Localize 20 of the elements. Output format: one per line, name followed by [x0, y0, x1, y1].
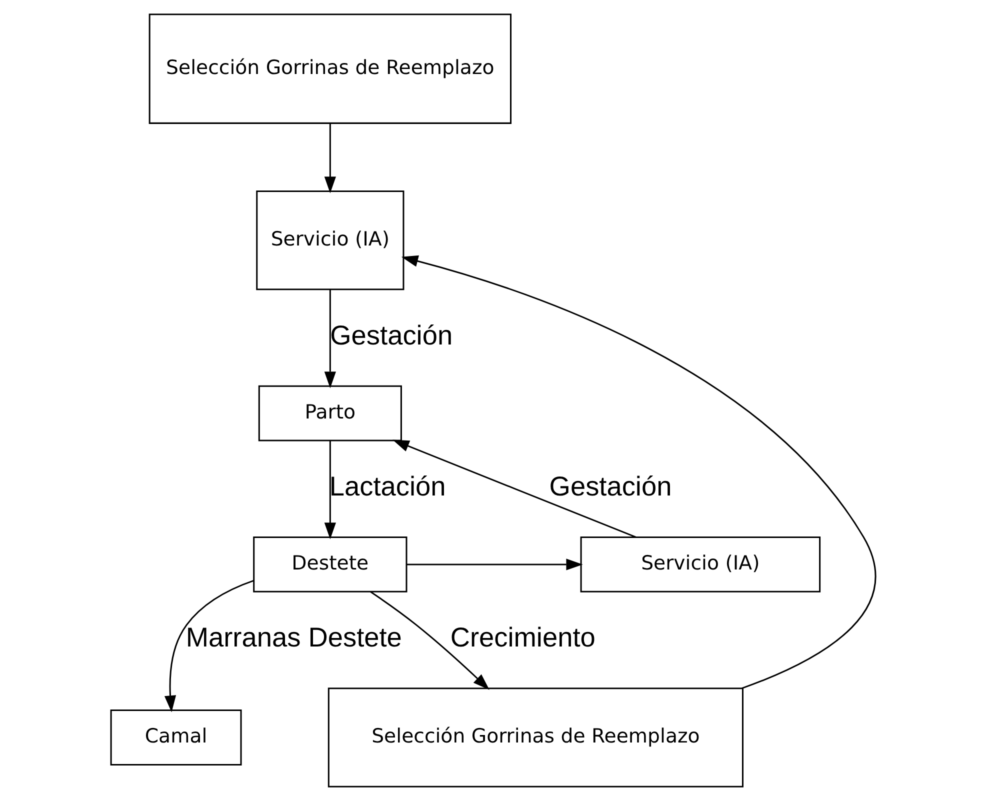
arrow [324, 440, 336, 540]
arrow [370, 591, 489, 690]
node-box: Selección Gorrinas de Reemplazo [327, 688, 743, 788]
node-box: Servicio (IA) [580, 536, 820, 592]
node-box: Parto [258, 385, 402, 442]
node-box: Selección Gorrinas de Reemplazo [148, 14, 512, 124]
arrow [164, 580, 254, 712]
node-box: Servicio (IA) [256, 190, 404, 290]
node-box: Destete [252, 536, 407, 592]
arrow [392, 440, 636, 538]
edge-label: Crecimiento [450, 622, 595, 653]
arrow [324, 290, 336, 388]
edge-label: Lactación [328, 470, 446, 502]
edge-label: Marranas Destete [185, 622, 402, 653]
edge-label: Gestación [330, 319, 452, 350]
arrow [406, 558, 582, 570]
arrow [324, 124, 336, 194]
edge-label: Gestación [548, 470, 672, 502]
node-box: Camal [110, 710, 242, 766]
arrow [400, 255, 876, 690]
